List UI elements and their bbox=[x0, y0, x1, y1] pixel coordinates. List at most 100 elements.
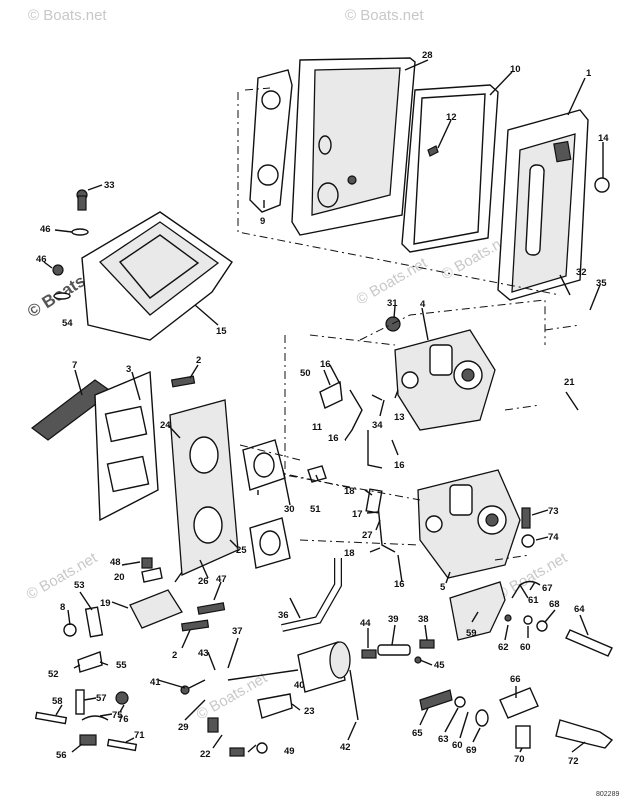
diagram-code: 802289 bbox=[596, 791, 619, 798]
plunger-70 bbox=[515, 725, 531, 749]
ring-60a bbox=[523, 615, 533, 625]
callout-22: 22 bbox=[200, 749, 211, 760]
lever-72 bbox=[555, 719, 614, 749]
plunger-group bbox=[361, 639, 435, 664]
callout-63: 63 bbox=[438, 734, 449, 745]
screw-22a bbox=[207, 717, 219, 733]
callout-24: 24 bbox=[160, 420, 171, 431]
callout-60b: 60 bbox=[452, 740, 463, 751]
watermark-text: © Boats.net bbox=[28, 7, 107, 24]
callout-45: 45 bbox=[434, 660, 445, 671]
callout-23: 23 bbox=[304, 706, 315, 717]
bracket-55 bbox=[77, 651, 103, 673]
callout-29: 29 bbox=[178, 722, 189, 733]
callout-11: 11 bbox=[312, 422, 323, 433]
callout-30: 30 bbox=[284, 504, 295, 515]
solenoid-group bbox=[180, 641, 359, 757]
callout-67: 67 bbox=[542, 583, 553, 594]
callout-64: 64 bbox=[574, 604, 585, 615]
carburetor-upper-4 bbox=[385, 316, 496, 431]
carburetor-lower-5 bbox=[417, 469, 535, 579]
callout-25: 25 bbox=[236, 545, 247, 556]
nut-46 bbox=[52, 264, 64, 276]
callout-16c: 16 bbox=[394, 460, 405, 471]
callout-9: 9 bbox=[260, 216, 265, 227]
callout-18a: 18 bbox=[344, 486, 355, 497]
callout-75: 75 bbox=[112, 710, 123, 721]
callout-76: 76 bbox=[118, 714, 129, 725]
callout-31: 31 bbox=[387, 298, 398, 309]
cover-assembly bbox=[249, 57, 610, 301]
watermark-text: © Boats.net bbox=[345, 7, 424, 24]
spring-38 bbox=[419, 639, 435, 649]
reed-block-assembly bbox=[31, 370, 291, 576]
callout-2: 2 bbox=[196, 355, 201, 366]
screw-12 bbox=[427, 145, 439, 157]
callout-48: 48 bbox=[110, 557, 121, 568]
knob-66 bbox=[499, 687, 539, 719]
screw-73 bbox=[521, 507, 531, 529]
callout-70: 70 bbox=[514, 754, 525, 765]
callout-72: 72 bbox=[568, 756, 579, 767]
callout-2b: 2 bbox=[172, 650, 177, 661]
screw-48 bbox=[141, 557, 153, 569]
callout-labels: 1 2 2 3 4 5 7 8 9 10 11 12 13 14 15 16 1… bbox=[36, 50, 609, 767]
callout-26: 26 bbox=[198, 576, 209, 587]
plug-14 bbox=[594, 177, 610, 193]
linkage-parts bbox=[307, 380, 396, 553]
callout-19: 19 bbox=[100, 598, 111, 609]
callout-10: 10 bbox=[510, 64, 521, 75]
callout-16d: 16 bbox=[394, 579, 405, 590]
callout-38: 38 bbox=[418, 614, 429, 625]
gasket-30a bbox=[242, 439, 286, 491]
primer-group bbox=[449, 580, 613, 657]
callout-4: 4 bbox=[420, 299, 426, 310]
leader-lines bbox=[43, 59, 604, 753]
spring-65 bbox=[419, 689, 453, 711]
callout-34: 34 bbox=[372, 420, 383, 431]
oring-68 bbox=[536, 620, 548, 632]
phantom-lines bbox=[237, 87, 581, 561]
callout-28: 28 bbox=[422, 50, 433, 61]
callout-47: 47 bbox=[216, 574, 227, 585]
plunger-39 bbox=[377, 644, 411, 656]
callout-68: 68 bbox=[549, 599, 560, 610]
clip-51 bbox=[307, 465, 327, 483]
callout-44: 44 bbox=[360, 618, 371, 629]
screw-76 bbox=[115, 691, 129, 705]
callout-39: 39 bbox=[388, 614, 399, 625]
callout-5: 5 bbox=[440, 582, 446, 593]
callout-56: 56 bbox=[56, 750, 67, 761]
callout-61: 61 bbox=[528, 595, 539, 606]
block-24 bbox=[169, 399, 239, 576]
callout-52: 52 bbox=[48, 669, 59, 680]
pin-62 bbox=[504, 614, 512, 622]
callout-53: 53 bbox=[74, 580, 85, 591]
shaft-64 bbox=[565, 629, 613, 657]
housing-28-interior bbox=[311, 67, 401, 216]
gasket-9 bbox=[249, 69, 293, 213]
callout-54: 54 bbox=[62, 318, 73, 329]
callout-59: 59 bbox=[466, 628, 477, 639]
pin-71 bbox=[106, 738, 138, 752]
washer-63 bbox=[454, 696, 466, 708]
bolt-2 bbox=[170, 375, 196, 388]
callout-18b: 18 bbox=[344, 548, 355, 559]
clip-67 bbox=[519, 580, 541, 586]
callout-27: 27 bbox=[362, 530, 373, 541]
callout-57: 57 bbox=[96, 693, 107, 704]
oring-69 bbox=[475, 709, 489, 727]
watermark-text: © Boats.net bbox=[24, 549, 101, 603]
bracket-group bbox=[63, 557, 226, 638]
callout-7: 7 bbox=[72, 360, 77, 371]
gasket-3 bbox=[94, 370, 159, 522]
plate-53 bbox=[84, 606, 104, 638]
callout-1: 1 bbox=[586, 68, 592, 79]
screw-8 bbox=[63, 623, 77, 637]
clip-18 bbox=[365, 488, 383, 514]
lower-right-group bbox=[419, 687, 614, 749]
clip-23 bbox=[257, 693, 293, 719]
pin-57 bbox=[75, 689, 85, 715]
callout-3: 3 bbox=[126, 364, 131, 375]
